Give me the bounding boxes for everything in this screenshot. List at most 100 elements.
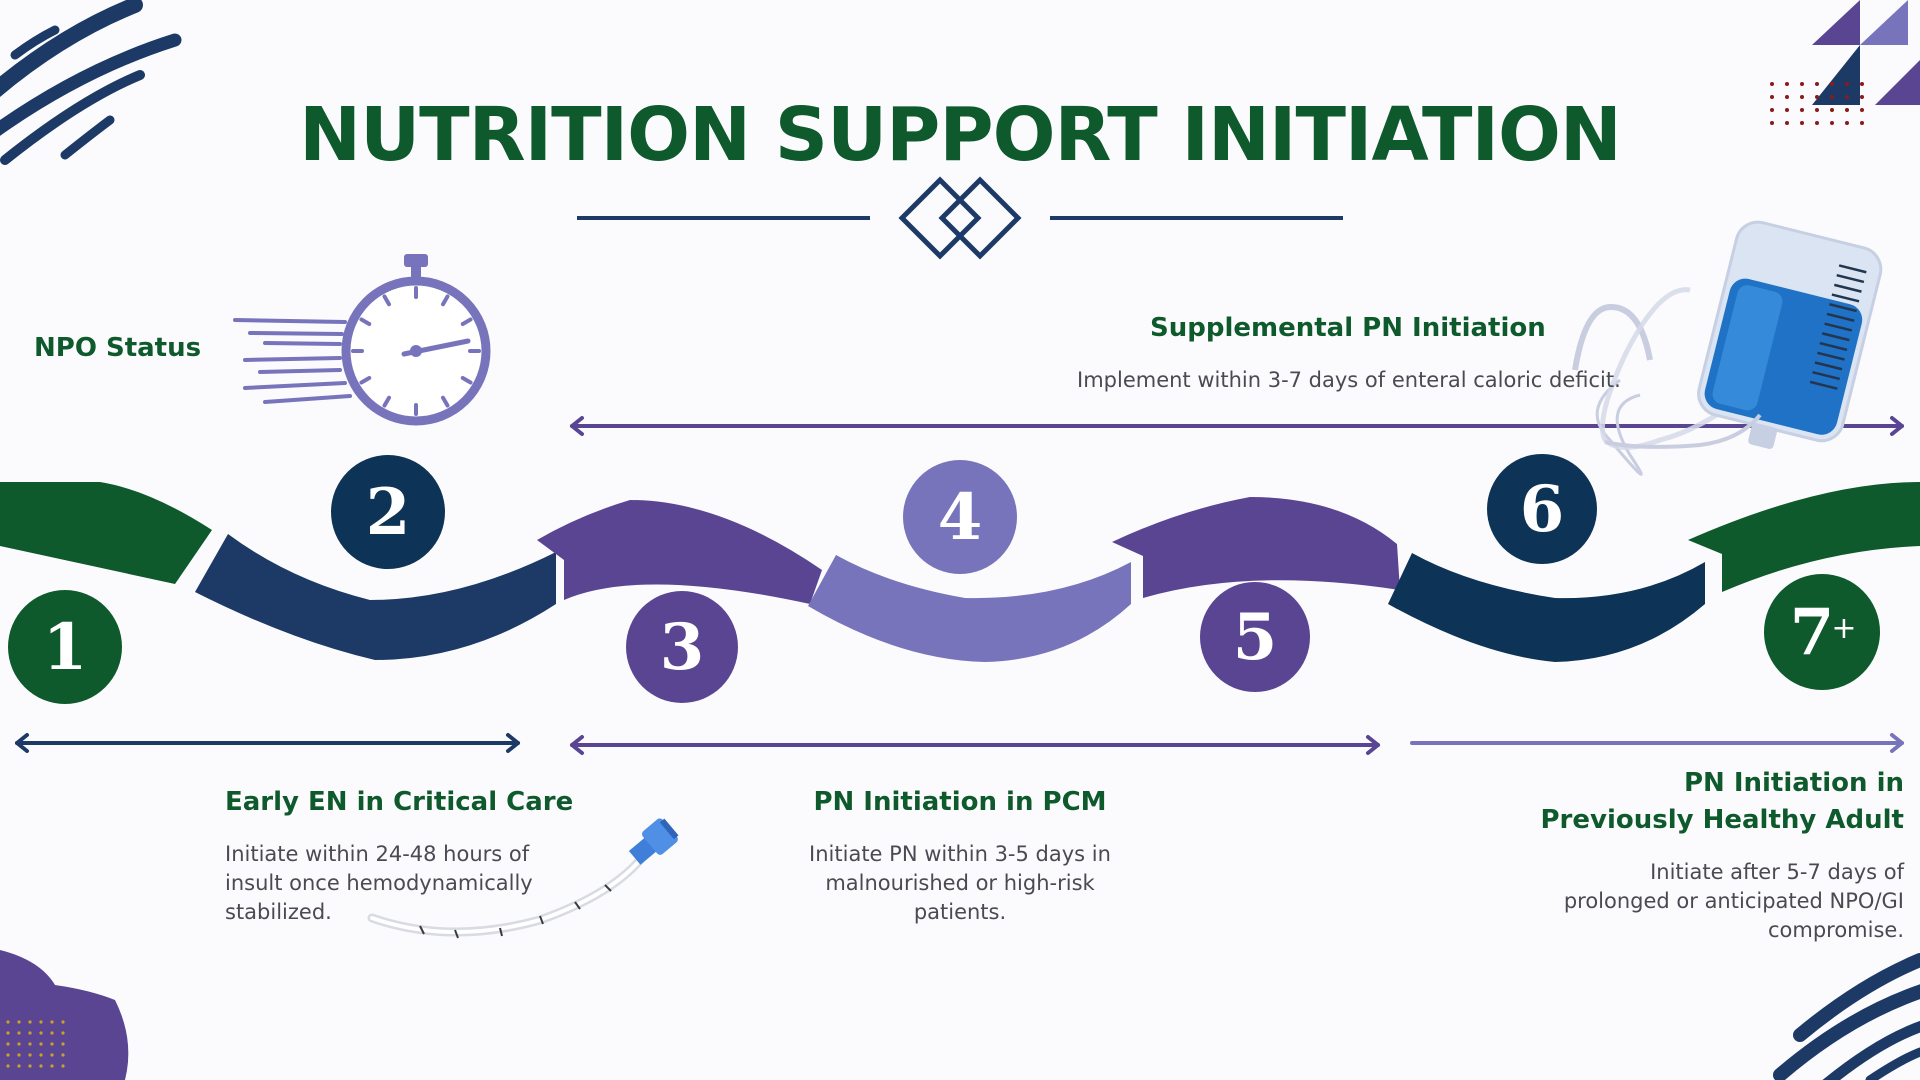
decor-dot — [39, 1020, 43, 1024]
decor-dot — [1830, 121, 1834, 125]
decor-dot — [28, 1064, 32, 1068]
step-number: 5 — [1233, 600, 1278, 675]
step-circle-7: 7+ — [1764, 574, 1880, 690]
decor-dot — [17, 1020, 21, 1024]
step-number: 6 — [1520, 472, 1565, 547]
arrow-early-en — [15, 733, 520, 753]
dot-grid-top-right — [1770, 82, 1864, 125]
stopwatch-tick — [460, 376, 473, 385]
early-en-body: Initiate within 24-48 hours of insult on… — [225, 840, 533, 927]
decor-dot — [61, 1042, 65, 1046]
decor-dot — [50, 1031, 54, 1035]
pn-healthy-heading-line: PN Initiation in — [1683, 768, 1904, 798]
step-circles: 1 2 3 4 5 6 7+ — [8, 454, 1880, 704]
wave-ribbon — [0, 482, 1920, 662]
decor-dot — [39, 1031, 43, 1035]
decor-dot — [1785, 108, 1789, 112]
early-en-body-line: stabilized. — [225, 900, 332, 924]
step-number-suffix: + — [1831, 611, 1856, 646]
pn-pcm-body-line: patients. — [913, 900, 1007, 924]
decor-dot — [1830, 82, 1834, 86]
decor-dot — [6, 1064, 10, 1068]
early-en-body-line: Initiate within 24-48 hours of — [225, 842, 530, 866]
corner-triangles-top-right — [1812, 0, 1920, 105]
decor-dot — [6, 1020, 10, 1024]
pn-healthy-body-line: compromise. — [1767, 918, 1904, 942]
pn-healthy-heading: PN Initiation in Previously Healthy Adul… — [1444, 765, 1904, 839]
arrow-pn-pcm — [570, 735, 1380, 755]
decor-dot — [61, 1031, 65, 1035]
decor-dot — [1845, 121, 1849, 125]
ribbon-segment-1 — [0, 482, 212, 584]
step-number: 7 — [1790, 595, 1835, 670]
decor-dot — [17, 1064, 21, 1068]
decor-dot — [1785, 121, 1789, 125]
step-circle-2: 2 — [331, 455, 445, 569]
decor-dot — [1785, 82, 1789, 86]
step-circle-bg — [1487, 454, 1597, 564]
step-circle-6: 6 — [1487, 454, 1597, 564]
decor-dot — [1770, 95, 1774, 99]
step-number: 2 — [366, 475, 411, 550]
decor-dot — [17, 1042, 21, 1046]
step-circle-bg — [903, 460, 1017, 574]
corner-blob-bottom-left — [0, 950, 129, 1080]
dot-grid-bottom-left — [6, 1020, 65, 1068]
supplemental-pn-body: Implement within 3-7 days of enteral cal… — [1077, 368, 1621, 392]
decor-dot — [1770, 82, 1774, 86]
page-title: NUTRITION SUPPORT INITIATION — [299, 92, 1622, 178]
decor-dot — [1845, 82, 1849, 86]
ribbon-segment-5 — [1112, 497, 1400, 598]
stopwatch-tick — [382, 294, 391, 307]
npo-status-heading: NPO Status — [34, 333, 202, 363]
pn-pcm-body: Initiate PN within 3-5 days in malnouris… — [760, 840, 1160, 927]
step-circle-bg — [1200, 582, 1310, 692]
decor-dot — [50, 1053, 54, 1057]
supplemental-pn-heading: Supplemental PN Initiation — [1150, 313, 1546, 343]
step-number: 1 — [43, 610, 88, 685]
stopwatch-tick — [441, 294, 450, 307]
decor-dot — [17, 1031, 21, 1035]
decor-dot — [6, 1042, 10, 1046]
step-circle-4: 4 — [903, 460, 1017, 574]
decor-dot — [17, 1053, 21, 1057]
step-circle-bg — [626, 591, 738, 703]
step-circle-1: 1 — [8, 590, 122, 704]
decor-dot — [1800, 121, 1804, 125]
decor-dot — [50, 1020, 54, 1024]
decor-dot — [1860, 95, 1864, 99]
decor-dot — [28, 1031, 32, 1035]
decor-dot — [1815, 95, 1819, 99]
stopwatch-tick — [382, 395, 391, 408]
stopwatch-tick — [441, 395, 450, 408]
decor-dot — [1770, 108, 1774, 112]
decor-dot — [61, 1020, 65, 1024]
stopwatch-tick — [359, 317, 372, 326]
step-circle-bg — [331, 455, 445, 569]
ribbon-segment-7 — [1688, 482, 1920, 592]
step-number: 3 — [660, 610, 705, 685]
decor-dot — [1860, 121, 1864, 125]
decor-dot — [1800, 82, 1804, 86]
pn-pcm-body-line: malnourished or high-risk — [825, 871, 1095, 895]
stopwatch-tick — [460, 317, 473, 326]
arrow-pn-healthy — [1410, 733, 1904, 753]
decor-dot — [39, 1064, 43, 1068]
step-circle-3: 3 — [626, 591, 738, 703]
arrow-supplemental-pn — [570, 416, 1904, 436]
corner-brush-strokes-bottom-right — [1773, 953, 1920, 1080]
decor-dot — [1845, 95, 1849, 99]
ribbon-segment-6 — [1388, 553, 1705, 662]
feeding-tube-icon — [367, 818, 679, 939]
decor-dot — [50, 1042, 54, 1046]
double-diamond-icon — [898, 176, 1022, 260]
early-en-body-line: insult once hemodynamically — [225, 871, 533, 895]
pn-healthy-body-line: prolonged or anticipated NPO/GI — [1563, 889, 1904, 913]
step-number: 4 — [938, 480, 983, 555]
decor-dot — [28, 1053, 32, 1057]
pn-healthy-body: Initiate after 5-7 days of prolonged or … — [1444, 858, 1904, 945]
ribbon-segment-2 — [195, 534, 556, 660]
decor-dot — [6, 1031, 10, 1035]
decor-dot — [1860, 82, 1864, 86]
